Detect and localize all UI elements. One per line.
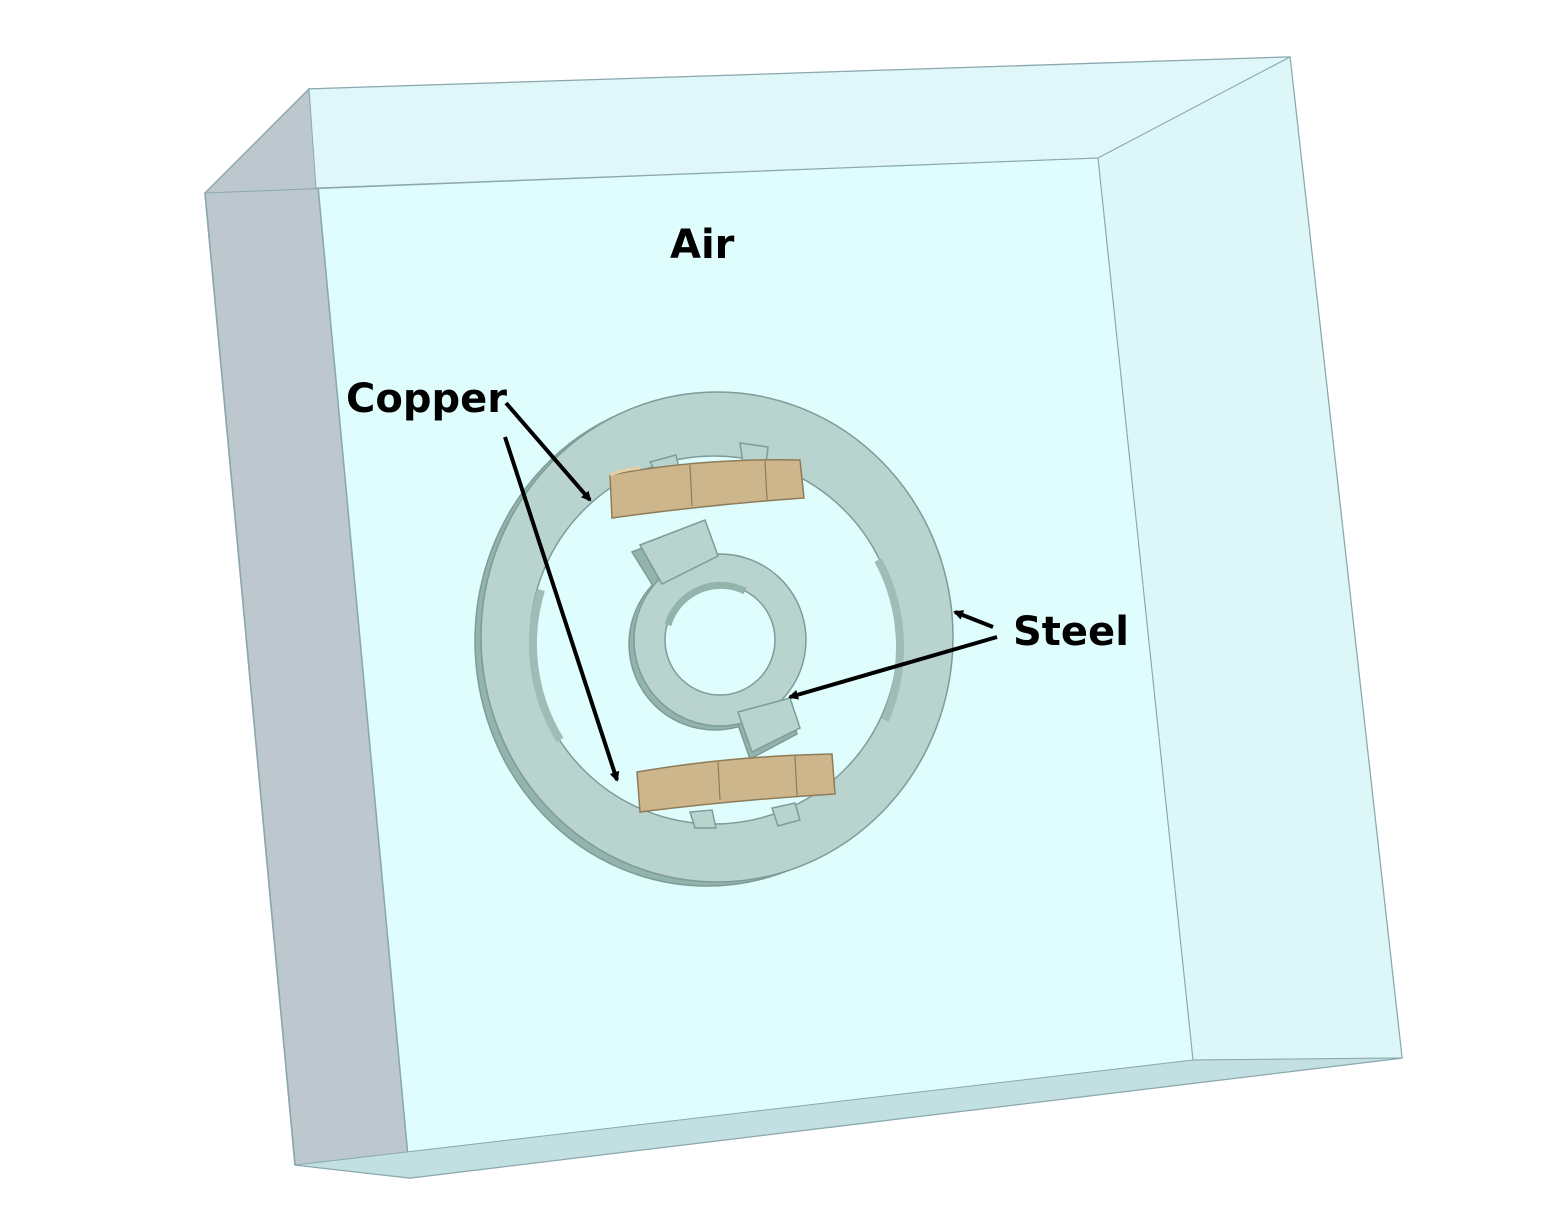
copper-coil-top — [609, 459, 805, 519]
label-steel: Steel — [1013, 609, 1129, 655]
air-box-back-edge — [204, 157, 1099, 194]
copper-coil-bottom — [636, 753, 836, 813]
arrow-steel-rotor — [788, 635, 998, 700]
air-box-bottom-face — [294, 1057, 1403, 1179]
stator-pole-bottom — [689, 809, 717, 829]
arrow-copper-top — [504, 401, 592, 502]
rotor-tooth-bottom — [737, 697, 801, 754]
arrow-steel-stator — [953, 610, 994, 629]
label-arrows — [503, 401, 998, 782]
rotor — [628, 519, 807, 761]
label-copper: Copper — [346, 376, 507, 422]
arrow-copper-bottom — [503, 436, 620, 782]
air-box-back-edge — [204, 192, 296, 1166]
label-air: Air — [670, 222, 735, 268]
rotor-tooth-top — [638, 519, 719, 585]
air-box-back-edge — [1097, 157, 1194, 1061]
